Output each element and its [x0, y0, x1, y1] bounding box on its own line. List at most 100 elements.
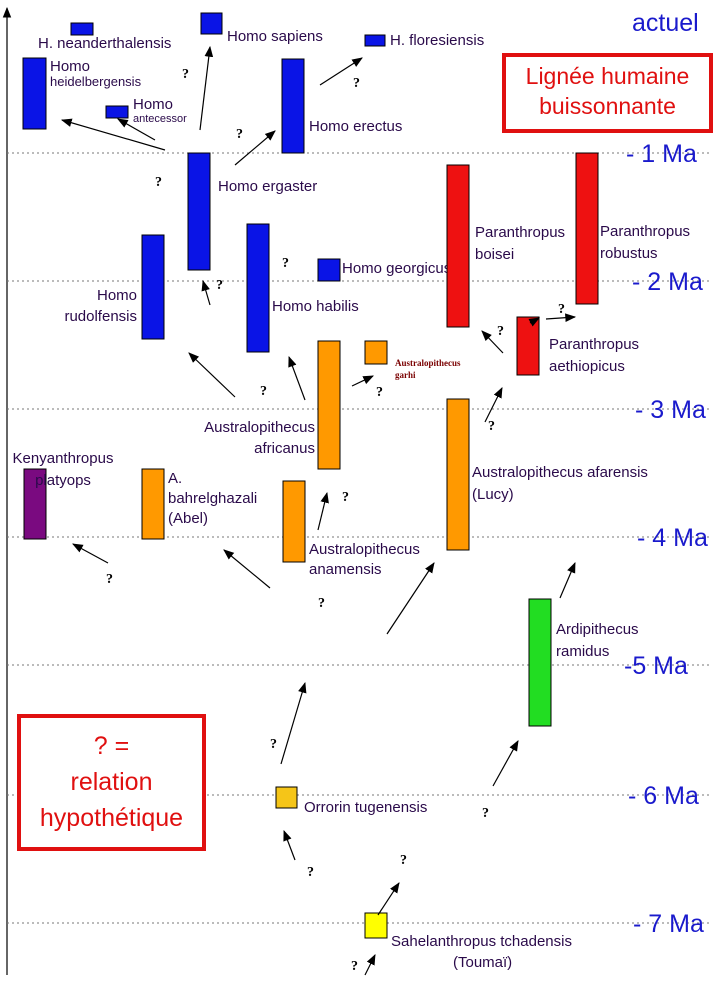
- relation-arrow: [234, 130, 276, 166]
- legend-line-1: ? =: [93, 732, 130, 760]
- question-mark: ?: [558, 302, 565, 317]
- australopithecus-anamensis-bar: [282, 480, 306, 563]
- homo-habilis-label: Homo habilis: [272, 298, 359, 315]
- australopithecus-garhi-bar: [364, 340, 388, 365]
- homo-rudolfensis-label: Homo: [97, 287, 137, 304]
- question-mark: ?: [482, 806, 489, 821]
- time-label: - 1 Ma: [626, 140, 697, 168]
- h-neanderthalensis-label: H. neanderthalensis: [38, 35, 171, 52]
- question-mark: ?: [260, 384, 267, 399]
- a-bahrelghazali-label: (Abel): [168, 510, 208, 527]
- question-mark: ?: [488, 419, 495, 434]
- homo-sapiens-label: Homo sapiens: [227, 28, 323, 45]
- a-bahrelghazali-bar: [141, 468, 165, 540]
- relation-arrow: [351, 375, 374, 387]
- relation-arrow: [317, 491, 329, 531]
- question-mark: ?: [497, 324, 504, 339]
- time-label: - 4 Ma: [637, 524, 708, 552]
- relation-arrow: [377, 882, 400, 916]
- homo-erectus-label: Homo erectus: [309, 118, 402, 135]
- australopithecus-africanus-bar: [317, 340, 341, 470]
- question-mark: ?: [106, 572, 113, 587]
- legend-box: ? = relation hypothétique: [17, 714, 206, 851]
- time-label: - 2 Ma: [632, 268, 703, 296]
- relation-arrow: [364, 954, 376, 976]
- homo-georgicus-bar: [317, 258, 341, 282]
- australopithecus-africanus-label: africanus: [254, 440, 315, 457]
- orrorin-tugenensis-bar: [275, 786, 298, 809]
- question-mark: ?: [351, 959, 358, 974]
- relation-arrow: [188, 352, 236, 398]
- question-mark: ?: [318, 596, 325, 611]
- relation-arrow: [117, 118, 156, 141]
- homo-georgicus-label: Homo georgicus: [342, 260, 451, 277]
- homo-ergaster-label: Homo ergaster: [218, 178, 317, 195]
- ardipithecus-ramidus-label: Ardipithecus: [556, 621, 639, 638]
- homo-heidelbergensis-label: Homo: [50, 58, 90, 75]
- h-floresiensis-label: H. floresiensis: [390, 32, 484, 49]
- homo-ergaster-bar: [187, 152, 211, 271]
- australopithecus-africanus-label: Australopithecus: [204, 419, 315, 436]
- title-line-2: buissonnante: [539, 93, 676, 119]
- relation-arrow: [283, 829, 296, 861]
- sahelanthropus-tchadensis-label: (Toumaï): [453, 954, 512, 971]
- question-mark: ?: [376, 385, 383, 400]
- legend-line-2: relation: [70, 768, 153, 796]
- kenyanthropus-platyops-bar: [23, 468, 47, 540]
- paranthropus-robustus-bar: [575, 152, 599, 305]
- homo-erectus-bar: [281, 58, 305, 154]
- time-label: actuel: [632, 9, 699, 37]
- question-mark: ?: [236, 127, 243, 142]
- title-line-1: Lignée humaine: [525, 63, 690, 89]
- paranthropus-aethiopicus-label: aethiopicus: [549, 358, 625, 375]
- question-mark: ?: [216, 278, 223, 293]
- relation-arrow: [280, 681, 307, 765]
- australopithecus-anamensis-label: Australopithecus: [309, 541, 420, 558]
- question-mark: ?: [155, 175, 162, 190]
- time-label: -5 Ma: [624, 652, 688, 680]
- relation-arrow: [199, 45, 214, 131]
- paranthropus-aethiopicus-label: Paranthropus: [549, 336, 639, 353]
- h-neanderthalensis-bar: [70, 22, 94, 36]
- ardipithecus-ramidus-label: ramidus: [556, 643, 609, 660]
- relation-arrow: [545, 313, 577, 322]
- australopithecus-anamensis-label: anamensis: [309, 561, 382, 578]
- ardipithecus-ramidus-bar: [528, 598, 552, 727]
- legend-line-3: hypothétique: [39, 804, 184, 832]
- question-mark: ?: [342, 490, 349, 505]
- question-mark: ?: [353, 76, 360, 91]
- australopithecus-afarensis-bar: [446, 398, 470, 551]
- relation-arrow: [386, 562, 435, 635]
- paranthropus-robustus-label: robustus: [600, 245, 658, 262]
- relation-arrow: [559, 562, 576, 599]
- relation-arrow: [60, 118, 166, 151]
- relation-arrow: [481, 330, 504, 354]
- homo-habilis-bar: [246, 223, 270, 353]
- question-mark: ?: [182, 67, 189, 82]
- sahelanthropus-tchadensis-bar: [364, 912, 388, 939]
- orrorin-tugenensis-label: Orrorin tugenensis: [304, 799, 427, 816]
- australopithecus-afarensis-label: (Lucy): [472, 486, 514, 503]
- australopithecus-garhi-label: Australopithecus: [395, 358, 461, 368]
- relation-arrow: [484, 387, 503, 423]
- homo-antecessor-label: antecessor: [133, 113, 187, 125]
- question-mark: ?: [270, 737, 277, 752]
- relation-arrow: [201, 279, 211, 306]
- question-mark: ?: [282, 256, 289, 271]
- question-mark: ?: [307, 865, 314, 880]
- relation-arrow: [528, 317, 540, 327]
- relation-arrow: [72, 543, 109, 564]
- kenyanthropus-platyops-label: platyops: [35, 472, 91, 489]
- h-floresiensis-bar: [364, 34, 386, 47]
- sahelanthropus-tchadensis-label: Sahelanthropus tchadensis: [391, 933, 572, 950]
- time-label: - 6 Ma: [628, 782, 699, 810]
- title-box: Lignée humaine buissonnante: [502, 53, 713, 133]
- paranthropus-boisei-bar: [446, 164, 470, 328]
- time-label: - 3 Ma: [635, 396, 706, 424]
- homo-heidelbergensis-label: heidelbergensis: [50, 74, 142, 89]
- paranthropus-boisei-label: boisei: [475, 246, 514, 263]
- homo-rudolfensis-bar: [141, 234, 165, 340]
- paranthropus-aethiopicus-bar: [516, 316, 540, 376]
